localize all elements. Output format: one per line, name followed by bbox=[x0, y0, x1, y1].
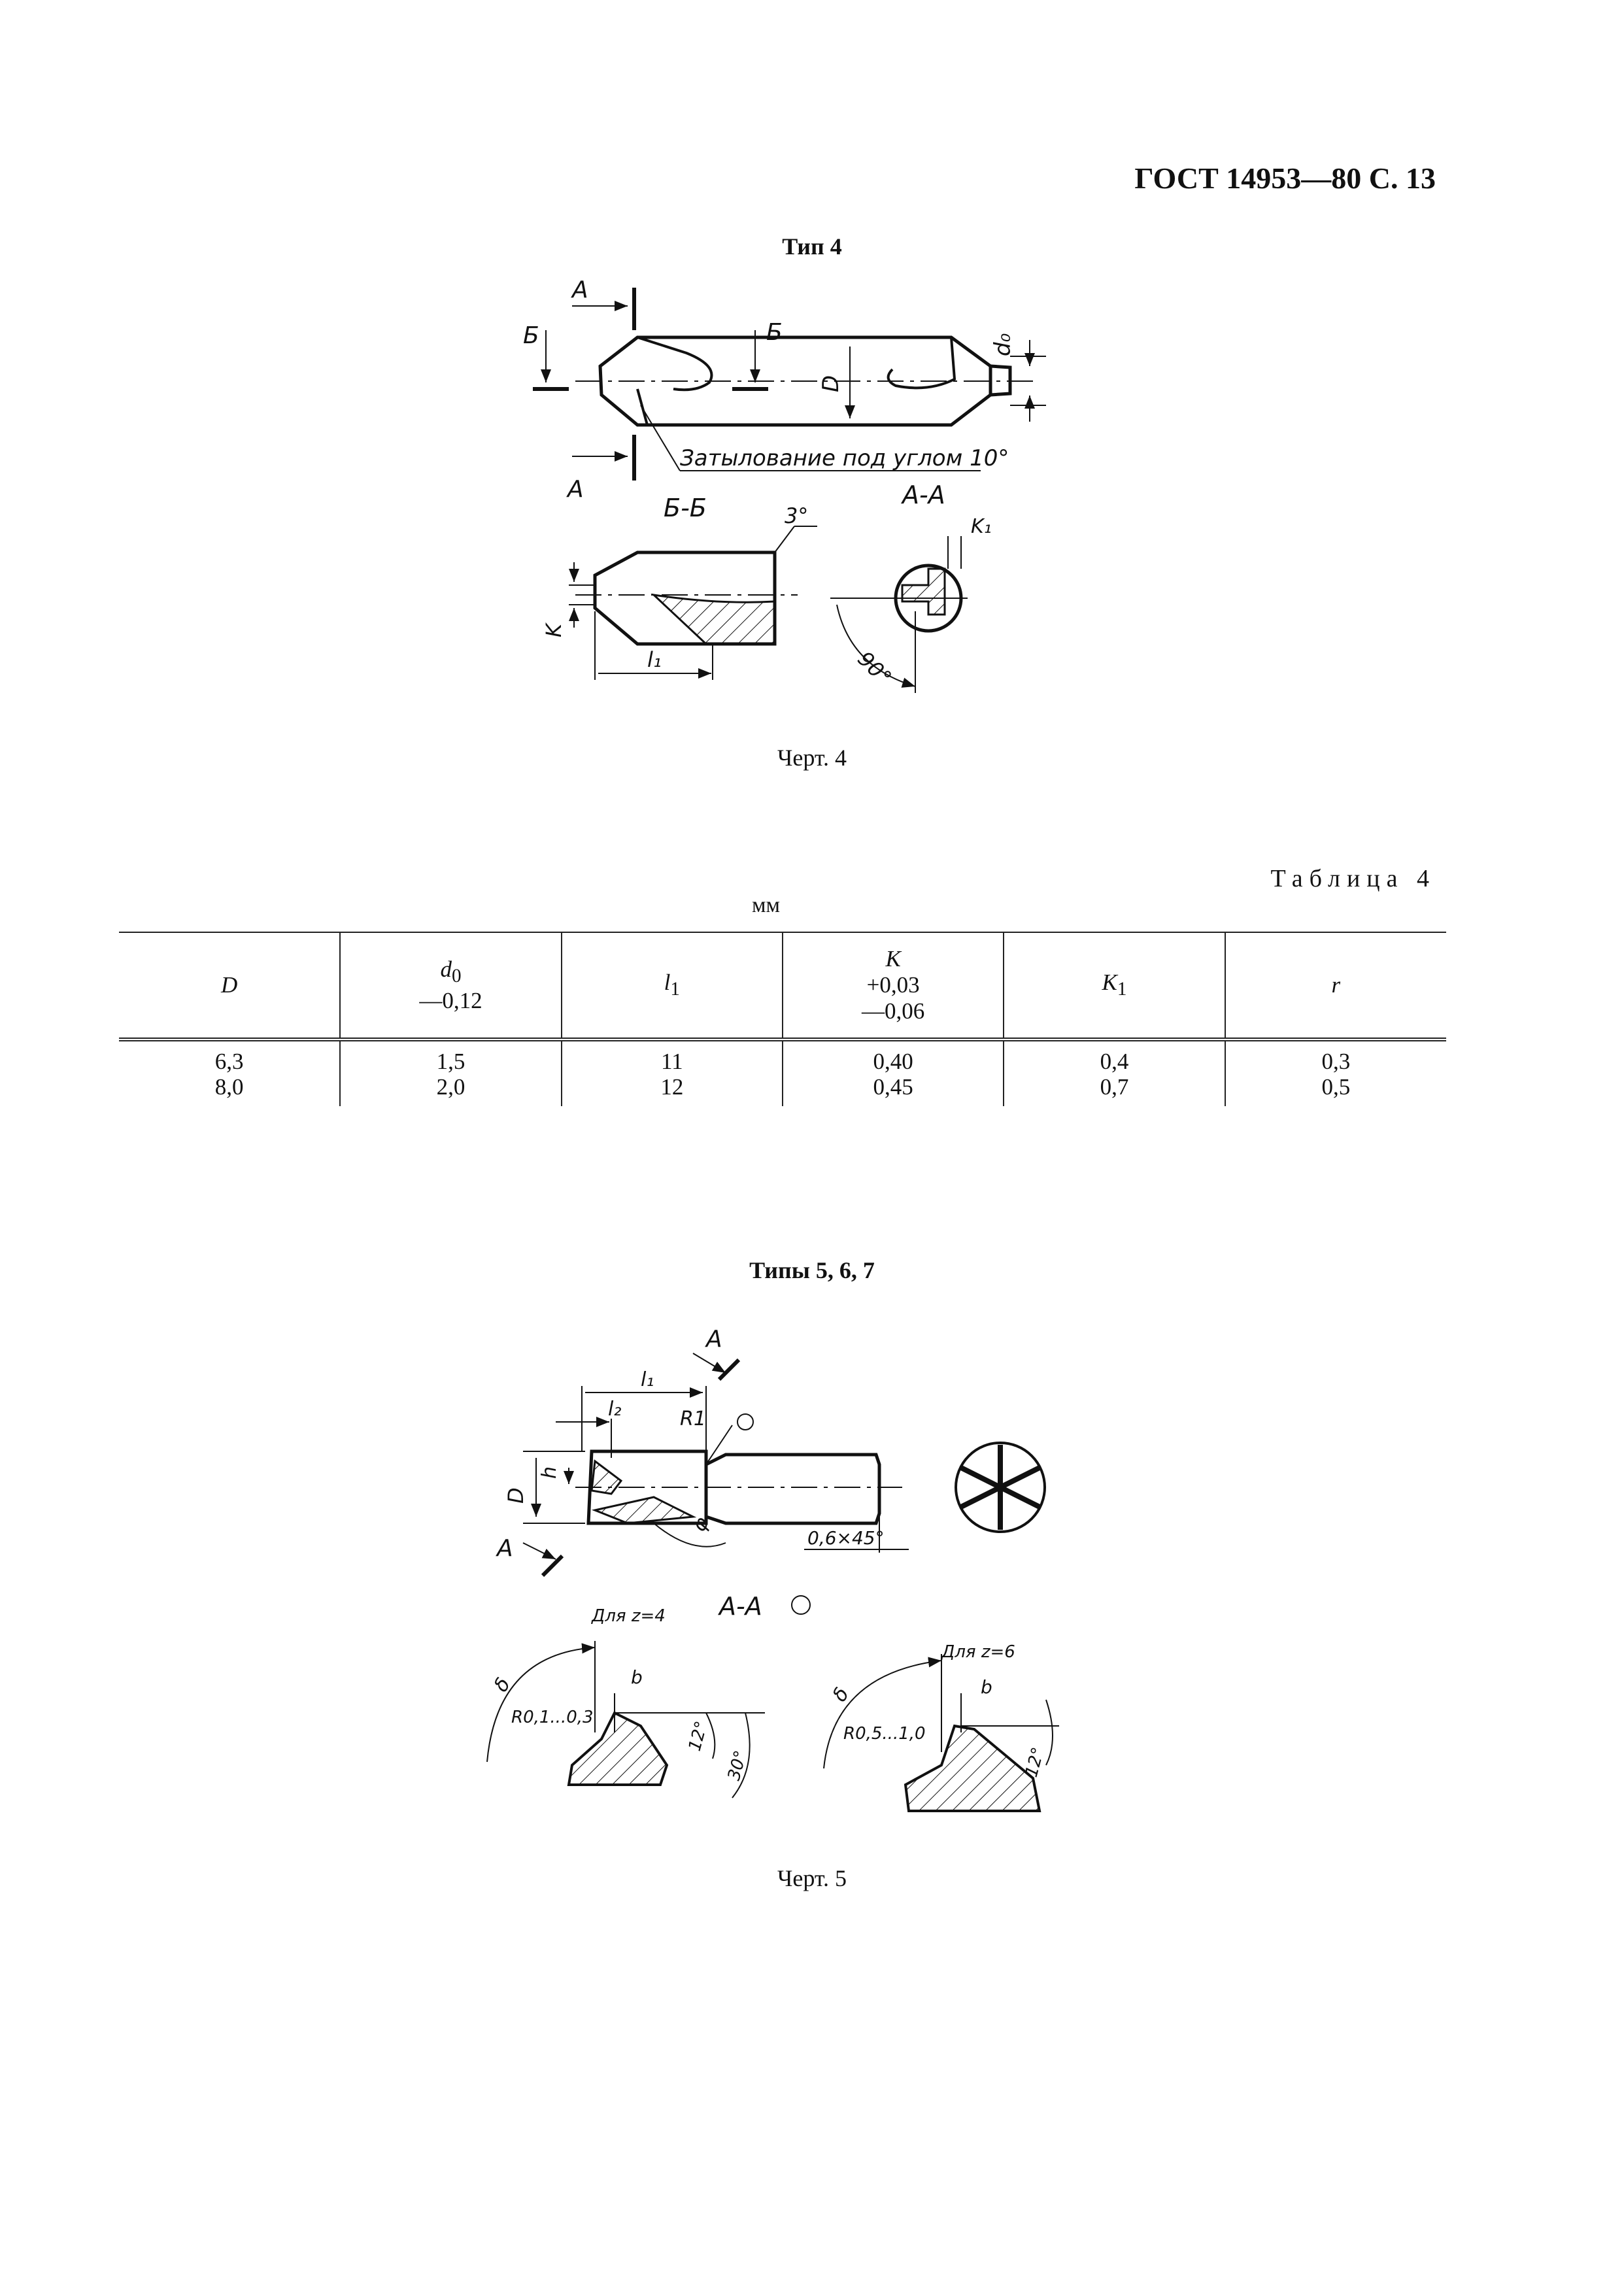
label-b-2: b bbox=[981, 1676, 992, 1698]
table-cell: 0,45 bbox=[781, 1074, 1004, 1106]
cutter-head bbox=[586, 1449, 708, 1525]
table-cell: 11 bbox=[560, 1039, 783, 1075]
fig4-drawing: А А Б Б D d₀ Затылование под углом 10° Б… bbox=[523, 277, 1046, 693]
page-header: ГОСТ 14953—80 С. 13 bbox=[1134, 161, 1436, 195]
column-header: D bbox=[119, 932, 341, 1041]
label-delta-1: δ bbox=[490, 1674, 515, 1696]
label-z6: Для z=6 bbox=[941, 1642, 1015, 1662]
flute-left bbox=[637, 336, 713, 392]
tooth-z6 bbox=[904, 1724, 1041, 1812]
fig5-caption: Черт. 5 bbox=[777, 1865, 847, 1891]
label-a-bottom-5: А bbox=[496, 1535, 513, 1562]
table-units: мм bbox=[752, 893, 781, 917]
fig4-caption: Черт. 4 bbox=[777, 745, 847, 771]
label-a-top-5: А bbox=[705, 1326, 722, 1353]
shank bbox=[704, 1453, 881, 1525]
table-label: Таблица 4 bbox=[1270, 865, 1436, 892]
table-cell: 0,5 bbox=[1224, 1074, 1446, 1106]
label-r01: R0,1...0,3 bbox=[511, 1708, 594, 1727]
column-header: K+0,03—0,06 bbox=[781, 932, 1004, 1041]
table-cell: 0,3 bbox=[1224, 1039, 1446, 1075]
label-d0: d₀ bbox=[990, 333, 1016, 356]
note-backing: Затылование под углом 10° bbox=[680, 445, 1009, 471]
label-3deg: 3° bbox=[785, 503, 808, 528]
label-b-right: Б bbox=[766, 319, 783, 346]
table-cell: 2,0 bbox=[339, 1074, 562, 1106]
table-cell: 6,3 bbox=[214, 1049, 244, 1074]
label-chamfer: 0,6×45° bbox=[807, 1527, 885, 1549]
end-view bbox=[955, 1442, 1046, 1533]
label-12deg-1: 12° bbox=[685, 1719, 712, 1753]
label-D: D bbox=[818, 375, 844, 392]
tooth-z4 bbox=[567, 1711, 669, 1786]
label-b-1: b bbox=[631, 1666, 643, 1688]
label-z4: Для z=4 bbox=[591, 1606, 666, 1626]
label-r1: R1 bbox=[680, 1408, 706, 1430]
column-header: l1 bbox=[560, 932, 783, 1041]
table-cell: 0,7 bbox=[1003, 1074, 1225, 1106]
section-bb-title: Б-Б bbox=[664, 494, 707, 522]
column-header: d0—0,12 bbox=[339, 932, 562, 1041]
flute-right bbox=[887, 337, 956, 390]
fig4-title: Тип 4 bbox=[782, 233, 842, 260]
label-r05: R0,5...1,0 bbox=[843, 1724, 926, 1744]
table-cell: 0,4 bbox=[1003, 1039, 1225, 1075]
label-a-top: А bbox=[571, 277, 588, 303]
label-a-bottom: А bbox=[566, 476, 584, 503]
label-l1-5: l₁ bbox=[641, 1368, 654, 1391]
label-k: K bbox=[541, 622, 566, 637]
label-k1: K₁ bbox=[971, 515, 992, 538]
label-12deg-2: 12° bbox=[1022, 1746, 1049, 1780]
fig5-title: Типы 5, 6, 7 bbox=[749, 1257, 875, 1283]
section-aa-title: А-А bbox=[900, 481, 945, 509]
label-l2: l₂ bbox=[608, 1398, 621, 1421]
table-cell: 1,5 bbox=[339, 1039, 562, 1075]
label-h: h bbox=[538, 1466, 561, 1479]
label-b-left: Б bbox=[523, 322, 539, 349]
column-header: r bbox=[1224, 932, 1446, 1041]
label-l1: l₁ bbox=[647, 647, 662, 672]
table-cell: 0,40 bbox=[781, 1039, 1004, 1075]
label-D-5: D bbox=[503, 1487, 528, 1504]
column-header: K1 bbox=[1003, 932, 1225, 1041]
table-cell: 8,0 bbox=[214, 1073, 244, 1100]
table-cell: 12 bbox=[560, 1074, 783, 1106]
section-aa-title-5: А-А bbox=[717, 1592, 762, 1621]
fig5-drawing: А А l₁ l₂ R1 D h φ 0,6×45° А-А Для z=4 Д… bbox=[486, 1326, 1059, 1812]
